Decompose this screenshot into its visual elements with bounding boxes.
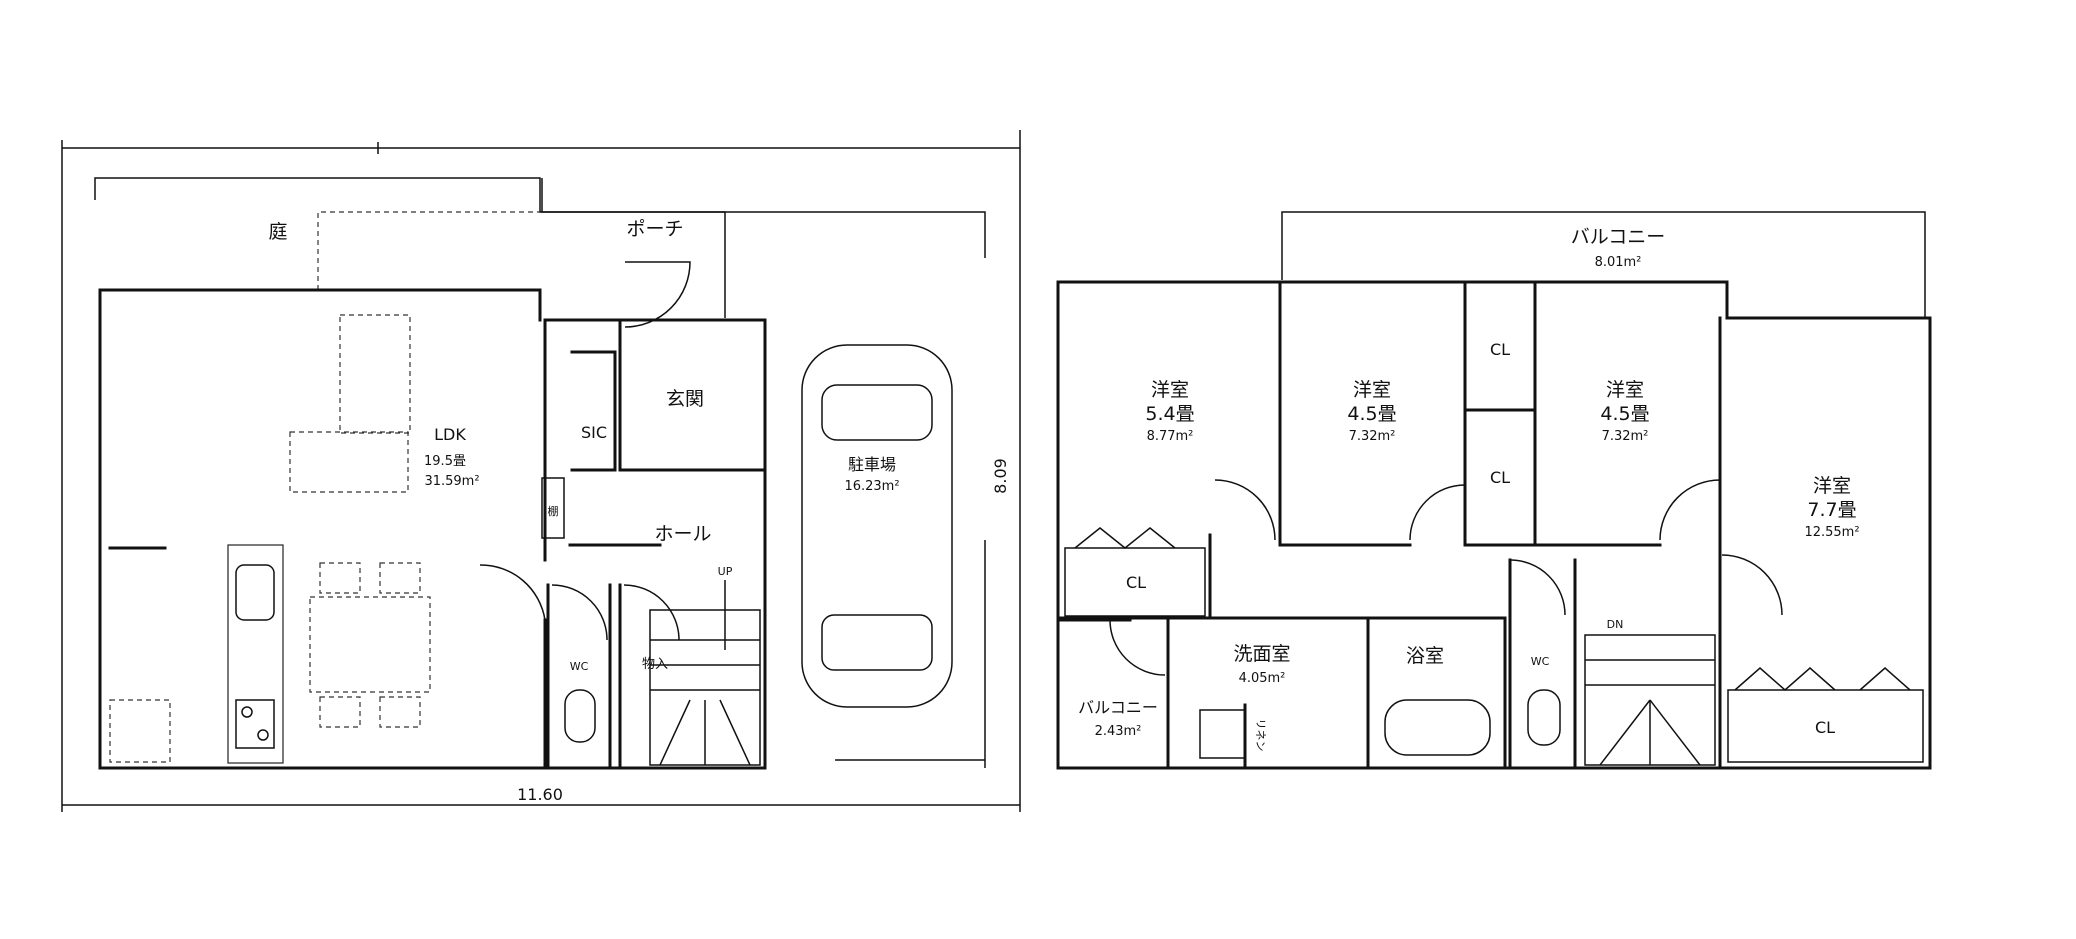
closet-door-folding — [1734, 667, 1836, 691]
label-room3-area: 7.32m² — [1602, 429, 1649, 444]
closet-room4 — [1727, 689, 1924, 763]
sic-wall — [570, 350, 617, 472]
label-linen: リネン — [1254, 719, 1267, 752]
label-room2-area: 7.32m² — [1349, 429, 1396, 444]
label-ldk: LDK — [434, 425, 466, 444]
wc2-walls — [1508, 558, 1577, 770]
wc-door-swing — [551, 584, 608, 641]
label-closet-room1: CL — [1126, 573, 1146, 592]
second-floor — [1056, 211, 1932, 770]
site-boundary-top — [94, 177, 986, 258]
kitchen-stove — [235, 699, 275, 749]
label-balcony-south: バルコニー — [1078, 698, 1158, 717]
room2-door-swing — [1409, 484, 1466, 541]
room1-door-swing — [1214, 479, 1276, 541]
washroom-walls — [1166, 616, 1370, 770]
label-room3-tatami: 4.5畳 — [1600, 403, 1649, 425]
ldk-top-wall — [98, 288, 542, 322]
label-garden: 庭 — [268, 221, 287, 243]
dining-table-outline — [309, 596, 431, 693]
balcony-door-swing — [1109, 619, 1166, 676]
room3-door-swing — [1659, 479, 1721, 541]
shelf — [541, 477, 565, 539]
label-bath: 浴室 — [1406, 645, 1444, 667]
label-room1: 洋室 — [1151, 379, 1189, 401]
ldk-left-wall — [98, 288, 327, 770]
sofa-outline — [339, 314, 411, 434]
car-outline — [801, 344, 953, 708]
stair-winder — [659, 699, 691, 766]
label-room2-tatami: 4.5畳 — [1347, 403, 1396, 425]
label-room3: 洋室 — [1606, 379, 1644, 401]
wc-walls — [546, 583, 612, 770]
chair-outline — [379, 696, 421, 728]
labels: 庭 ポーチ LDK 19.5畳 31.59m² SIC 玄関 棚 ホール WC … — [268, 218, 1859, 804]
label-shelf: 棚 — [548, 504, 559, 518]
label-closet-b: CL — [1490, 468, 1510, 487]
kitchen-sink — [235, 564, 275, 621]
label-depth-dimension: 8.09 — [991, 458, 1010, 494]
label-room2: 洋室 — [1353, 379, 1391, 401]
label-storage: 物入 — [642, 657, 668, 672]
label-up: UP — [718, 565, 733, 578]
toilet-2f — [1527, 689, 1561, 746]
stair-winder — [1649, 699, 1701, 766]
balcony-north-outline — [1281, 211, 1926, 318]
label-room4-area: 12.55m² — [1804, 525, 1859, 540]
hall-door-swing — [479, 564, 546, 621]
stove-burner — [257, 729, 269, 741]
wc2-door-swing — [1509, 559, 1566, 616]
porch-outline — [541, 178, 726, 318]
closet-door-folding — [1074, 527, 1176, 549]
chair-outline — [319, 562, 361, 594]
label-ldk-tatami: 19.5畳 — [424, 454, 466, 469]
label-parking: 駐車場 — [848, 455, 896, 474]
car-rear-window — [821, 614, 933, 671]
room4-door-swing — [1721, 554, 1783, 616]
sofa-outline — [289, 431, 409, 493]
storage-door-swing — [623, 584, 680, 641]
first-floor — [61, 130, 1021, 812]
storage-outline — [109, 699, 171, 763]
label-balcony-north-area: 8.01m² — [1595, 255, 1642, 270]
washbasin — [1199, 709, 1246, 759]
label-porch: ポーチ — [626, 218, 683, 240]
label-closet-a: CL — [1490, 340, 1510, 359]
label-ldk-area: 31.59m² — [424, 474, 479, 489]
stove-burner — [241, 706, 253, 718]
stair-winder — [719, 699, 751, 766]
bathtub — [1384, 699, 1491, 756]
label-balcony-south-area: 2.43m² — [1095, 724, 1142, 739]
chair-outline — [379, 562, 421, 594]
garden-outline — [317, 211, 540, 290]
car-windshield — [821, 384, 933, 441]
toilet — [564, 689, 596, 743]
closet-door-folding — [1859, 667, 1911, 691]
label-width-dimension: 11.60 — [517, 785, 563, 804]
label-parking-area: 16.23m² — [844, 479, 899, 494]
bath-walls — [1366, 616, 1507, 770]
label-room1-tatami: 5.4畳 — [1145, 403, 1194, 425]
label-genkan: 玄関 — [666, 388, 704, 410]
label-balcony-north: バルコニー — [1571, 226, 1666, 248]
label-room4: 洋室 — [1813, 475, 1851, 497]
label-wc-1f: WC — [570, 660, 589, 673]
entrance-door-swing — [624, 261, 691, 328]
label-room1-area: 8.77m² — [1147, 429, 1194, 444]
second-floor-outer-wall — [1056, 280, 1932, 770]
closet-room1 — [1064, 547, 1206, 617]
label-sic: SIC — [581, 423, 607, 442]
label-washroom: 洗面室 — [1233, 643, 1290, 665]
label-wc-2f: WC — [1531, 655, 1550, 668]
label-room4-tatami: 7.7畳 — [1807, 499, 1856, 521]
stair-winder — [1599, 699, 1651, 766]
label-dn: DN — [1607, 618, 1624, 631]
label-washroom-area: 4.05m² — [1239, 671, 1286, 686]
label-closet-room4: CL — [1815, 718, 1835, 737]
label-hall: ホール — [654, 523, 711, 545]
chair-outline — [319, 696, 361, 728]
